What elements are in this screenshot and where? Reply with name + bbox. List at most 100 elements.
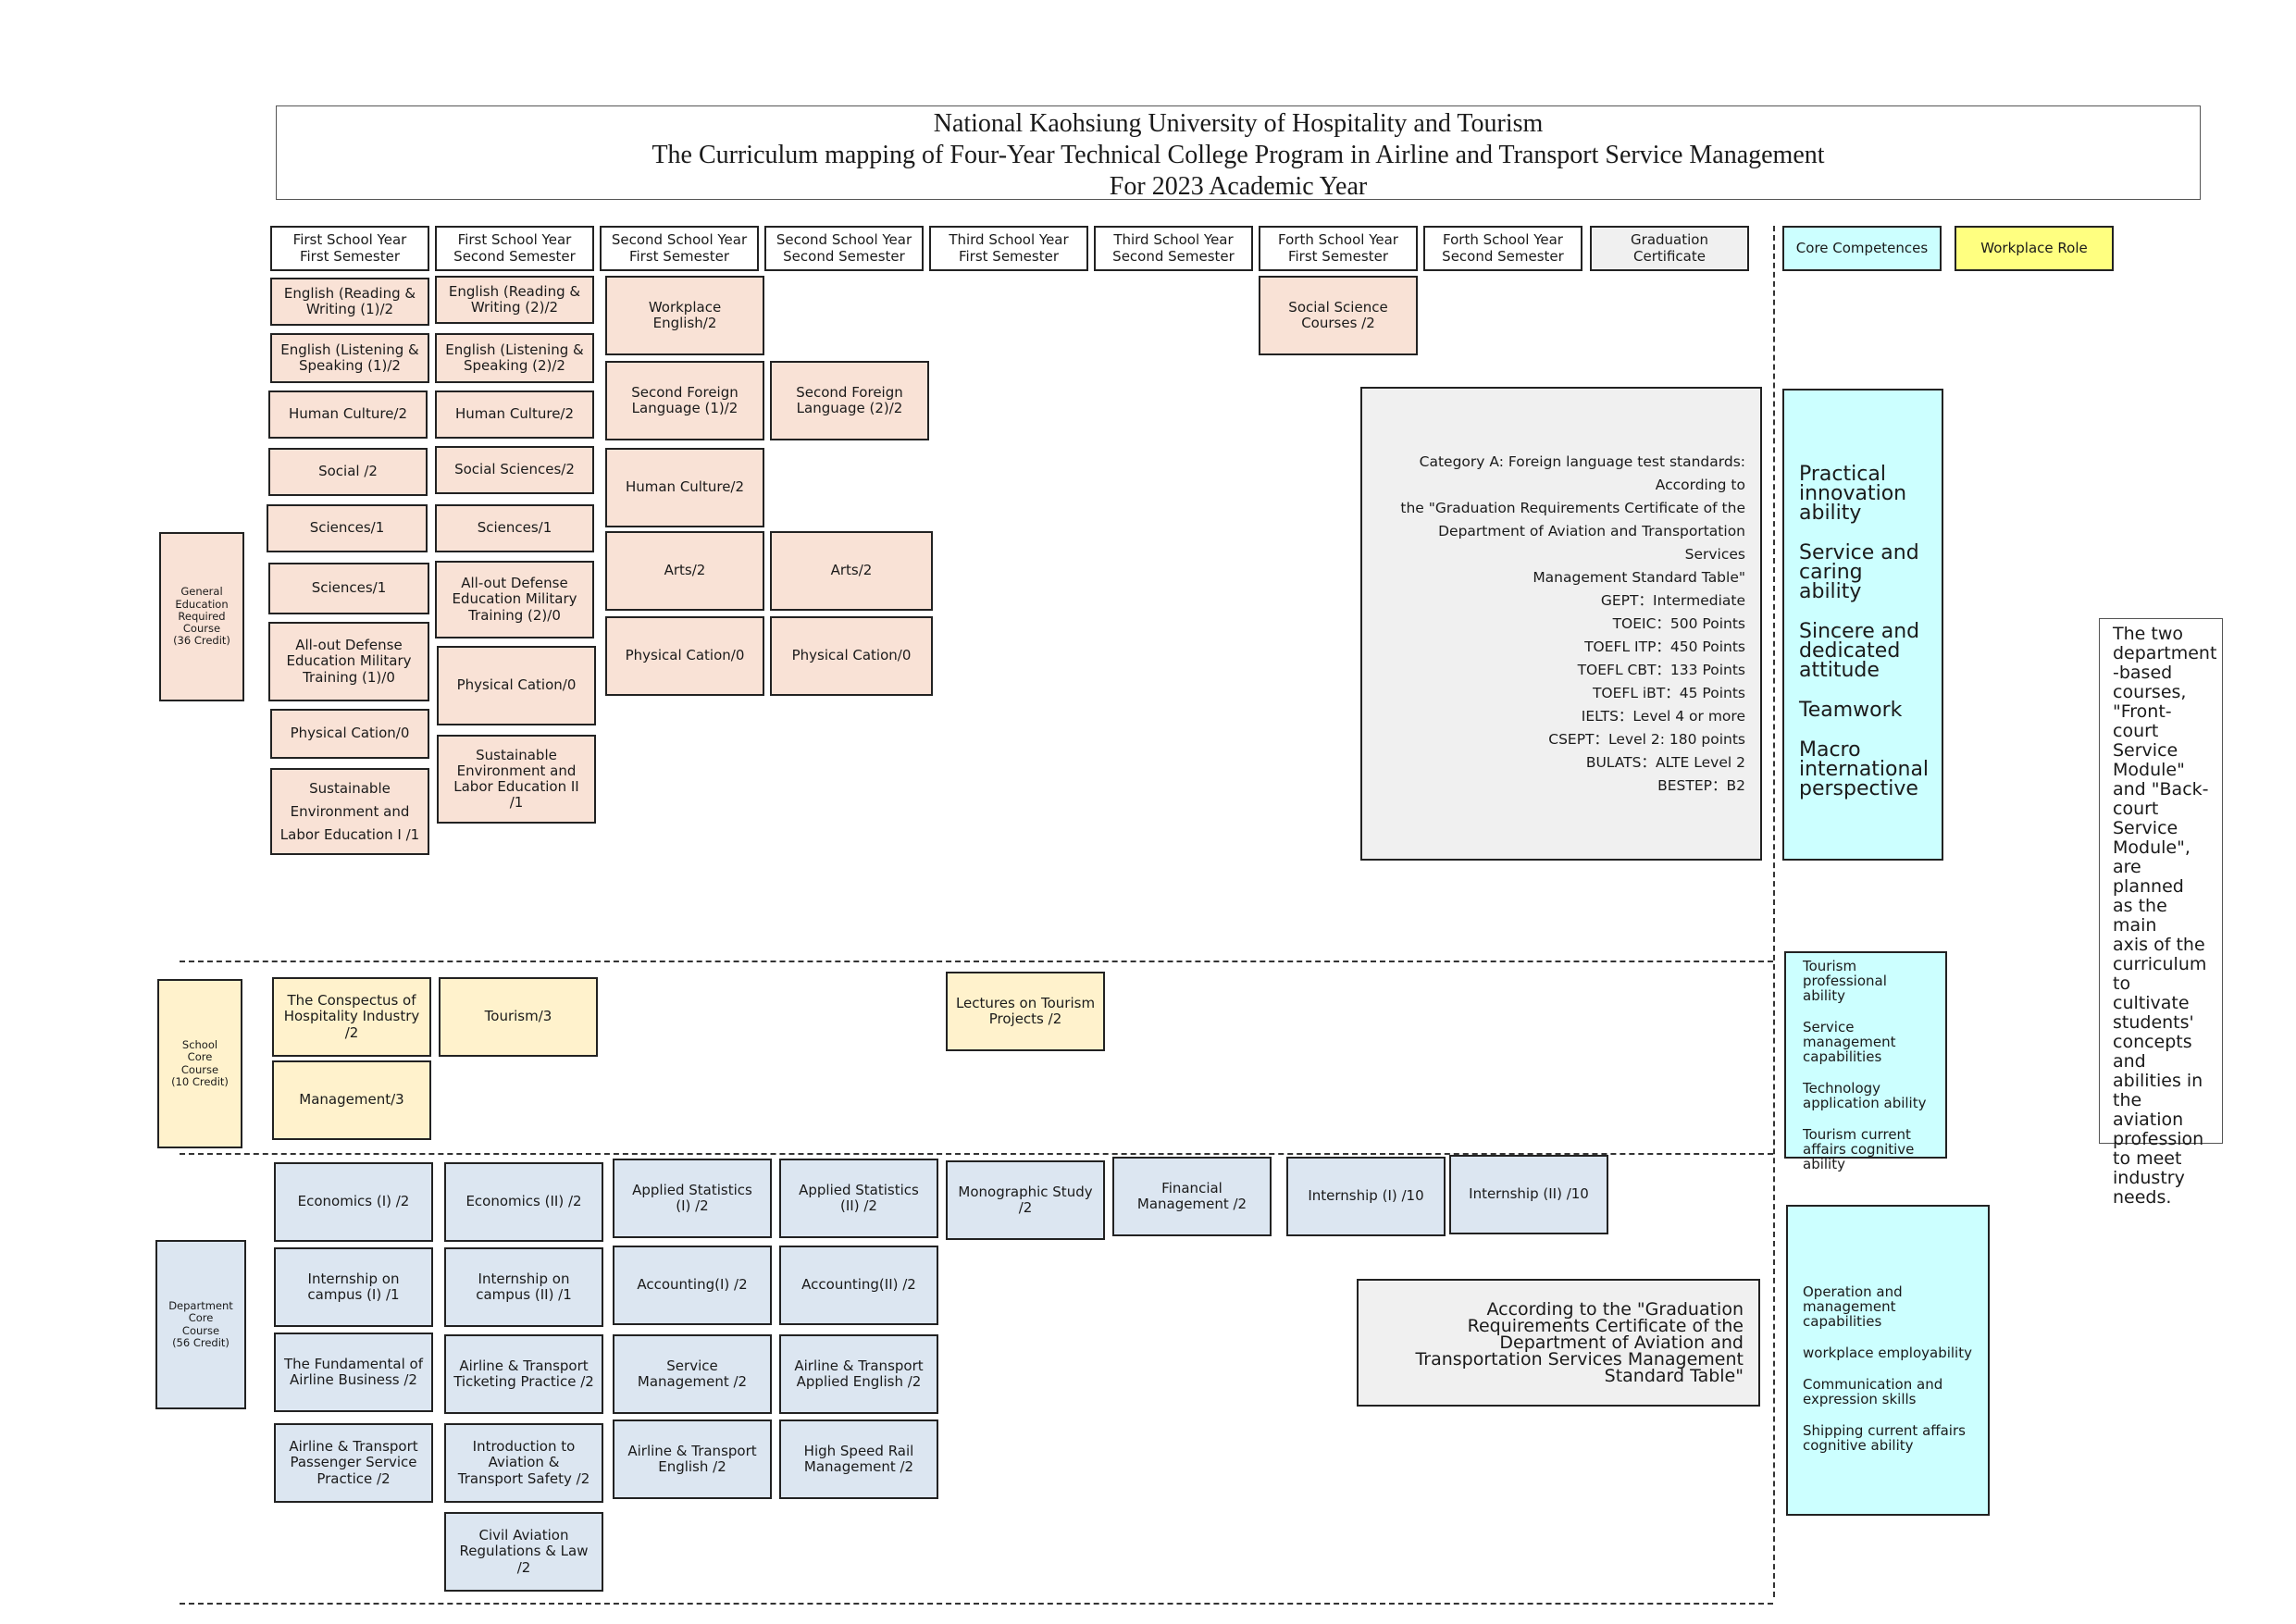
standard-bestep: BESTEP：B2 xyxy=(1657,776,1745,794)
core-competences-general: Practical innovation ability Service and… xyxy=(1782,389,1943,861)
competence-item: Service management capabilities xyxy=(1803,1019,1896,1065)
category-department-core: Department Core Course (56 Credit) xyxy=(155,1240,246,1409)
course-human-culture-y1s1: Human Culture/2 xyxy=(268,391,428,439)
standard-ielts: IELTS：Level 4 or more xyxy=(1581,707,1745,725)
core-competences-school: Tourism professional ability Service man… xyxy=(1784,951,1947,1172)
header-y4s1: Forth School Year First Semester xyxy=(1259,226,1418,271)
course-internship-2: Internship (II) /10 xyxy=(1449,1155,1608,1234)
course-applied-statistics-2: Applied Statistics (II) /2 xyxy=(779,1159,938,1238)
course-passenger-service-practice: Airline & Transport Passenger Service Pr… xyxy=(274,1423,433,1503)
category-school-core: School Core Course (10 Credit) xyxy=(157,979,242,1148)
competence-item: Macro international perspective xyxy=(1799,738,1930,800)
standard-toeic: TOEIC：500 Points xyxy=(1612,614,1745,632)
divider-general-school xyxy=(180,961,1773,962)
course-workplace-english: Workplace English/2 xyxy=(605,276,764,355)
course-human-culture-y2s1: Human Culture/2 xyxy=(605,448,764,527)
course-social-science-courses: Social Science Courses /2 xyxy=(1259,276,1418,355)
course-physical-cation-y2s1: Physical Cation/0 xyxy=(605,616,764,696)
course-civil-aviation-regulations: Civil Aviation Regulations & Law /2 xyxy=(444,1512,603,1592)
course-social-sciences-y1s2: Social Sciences/2 xyxy=(435,446,594,494)
course-human-culture-y1s2: Human Culture/2 xyxy=(435,391,594,439)
course-economics-2: Economics (II) /2 xyxy=(444,1162,603,1242)
competence-item: workplace employability xyxy=(1803,1345,1972,1361)
competence-item: Tourism current affairs cognitive abilit… xyxy=(1803,1126,1915,1172)
course-management: Management/3 xyxy=(272,1060,431,1140)
standard-toefl-ibt: TOEFL iBT：45 Points xyxy=(1592,684,1745,701)
core-competences-department: Operation and management capabilities wo… xyxy=(1786,1205,1990,1516)
header-core-competences: Core Competences xyxy=(1782,226,1942,271)
header-y1s2: First School Year Second Semester xyxy=(435,226,594,271)
course-economics-1: Economics (I) /2 xyxy=(274,1162,433,1242)
workplace-role-note: The two department -based courses, "Fron… xyxy=(2099,618,2223,1208)
course-fundamental-airline-business: The Fundamental of Airline Business /2 xyxy=(274,1333,433,1412)
course-airline-transport-applied-english: Airline & Transport Applied English /2 xyxy=(779,1334,938,1414)
course-monographic-study: Monographic Study /2 xyxy=(946,1160,1105,1240)
course-arts-y2s1: Arts/2 xyxy=(605,531,764,611)
course-sciences-y1s2: Sciences/1 xyxy=(435,504,594,552)
course-sustainable-env-2: Sustainable Environment and Labor Educat… xyxy=(437,735,596,824)
standard-gept: GEPT：Intermediate xyxy=(1600,591,1745,609)
course-aviation-transport-safety: Introduction to Aviation & Transport Saf… xyxy=(444,1423,603,1503)
course-english-reading-1: English (Reading & Writing (1)/2 xyxy=(270,278,429,326)
course-second-foreign-language-2: Second Foreign Language (2)/2 xyxy=(770,361,929,440)
header-y2s2: Second School Year Second Semester xyxy=(764,226,924,271)
course-second-foreign-language-1: Second Foreign Language (1)/2 xyxy=(605,361,764,440)
competence-item: Tourism professional ability xyxy=(1803,958,1887,1004)
course-financial-management: Financial Management /2 xyxy=(1112,1157,1272,1236)
standard-line: the "Graduation Requirements Certificate… xyxy=(1400,499,1745,516)
competence-item: Shipping current affairs cognitive abili… xyxy=(1803,1422,1966,1454)
course-english-listening-2: English (Listening & Speaking (2)/2 xyxy=(435,333,594,383)
header-y4s2: Forth School Year Second Semester xyxy=(1423,226,1582,271)
header-y3s2: Third School Year Second Semester xyxy=(1094,226,1253,271)
course-sciences-b-y1s1: Sciences/1 xyxy=(268,563,429,614)
course-applied-statistics-1: Applied Statistics (I) /2 xyxy=(613,1159,772,1238)
standard-toefl-itp: TOEFL ITP：450 Points xyxy=(1584,638,1745,655)
competence-item: Practical innovation ability xyxy=(1799,463,1907,525)
standard-line: Management Standard Table" xyxy=(1533,568,1745,586)
course-internship-campus-2: Internship on campus (II) /1 xyxy=(444,1247,603,1327)
header-y1s1: First School Year First Semester xyxy=(270,226,429,271)
header-y2s1: Second School Year First Semester xyxy=(600,226,759,271)
page-title: National Kaohsiung University of Hospita… xyxy=(276,105,2201,201)
title-program: The Curriculum mapping of Four-Year Tech… xyxy=(652,141,1825,169)
course-physical-cation-y1s1: Physical Cation/0 xyxy=(270,709,429,759)
competence-item: Operation and management capabilities xyxy=(1803,1283,1903,1330)
header-graduation-certificate: Graduation Certificate xyxy=(1590,226,1749,271)
category-general-education: General Education Required Course (36 Cr… xyxy=(159,532,244,701)
course-sciences-a-y1s1: Sciences/1 xyxy=(267,504,428,552)
course-physical-cation-y2s2: Physical Cation/0 xyxy=(770,616,933,696)
competence-item: Technology application ability xyxy=(1803,1080,1927,1111)
competence-item: Sincere and dedicated attitude xyxy=(1799,620,1920,682)
course-accounting-1: Accounting(I) /2 xyxy=(613,1246,772,1325)
title-university: National Kaohsiung University of Hospita… xyxy=(933,109,1544,138)
course-accounting-2: Accounting(II) /2 xyxy=(779,1246,938,1325)
header-y3s1: Third School Year First Semester xyxy=(929,226,1088,271)
course-defense-training-2: All-out Defense Education Military Train… xyxy=(435,561,594,638)
course-internship-campus-1: Internship on campus (I) /1 xyxy=(274,1247,433,1327)
standard-line: Department of Aviation and Transportatio… xyxy=(1438,522,1745,563)
course-airline-transport-english: Airline & Transport English /2 xyxy=(613,1419,772,1499)
department-graduation-requirement: According to the "Graduation Requirement… xyxy=(1357,1279,1760,1407)
standard-line: Category A: Foreign language test standa… xyxy=(1419,452,1745,493)
divider-school-department xyxy=(180,1153,1773,1155)
course-conspectus-hospitality: The Conspectus of Hospitality Industry /… xyxy=(272,977,431,1057)
course-tourism-projects: Lectures on Tourism Projects /2 xyxy=(946,972,1105,1051)
course-english-reading-2: English (Reading & Writing (2)/2 xyxy=(435,276,594,324)
course-physical-cation-y1s2: Physical Cation/0 xyxy=(437,646,596,725)
course-ticketing-practice: Airline & Transport Ticketing Practice /… xyxy=(444,1334,603,1414)
course-social-y1s1: Social /2 xyxy=(268,448,428,496)
competence-item: Service and caring ability xyxy=(1799,541,1919,603)
competence-item: Communication and expression skills xyxy=(1803,1376,1943,1407)
course-internship-1: Internship (I) /10 xyxy=(1286,1157,1446,1236)
standard-toefl-cbt: TOEFL CBT：133 Points xyxy=(1577,661,1745,678)
header-workplace-role: Workplace Role xyxy=(1955,226,2114,271)
title-year: For 2023 Academic Year xyxy=(1109,172,1368,201)
course-arts-y2s2: Arts/2 xyxy=(770,531,933,611)
competence-item: Teamwork xyxy=(1799,699,1903,722)
language-test-standards: Category A: Foreign language test standa… xyxy=(1360,387,1762,861)
course-service-management: Service Management /2 xyxy=(613,1334,772,1414)
course-tourism: Tourism/3 xyxy=(439,977,598,1057)
divider-vertical xyxy=(1773,226,1775,1597)
divider-bottom xyxy=(180,1603,1773,1605)
standard-bulats: BULATS：ALTE Level 2 xyxy=(1585,753,1745,771)
